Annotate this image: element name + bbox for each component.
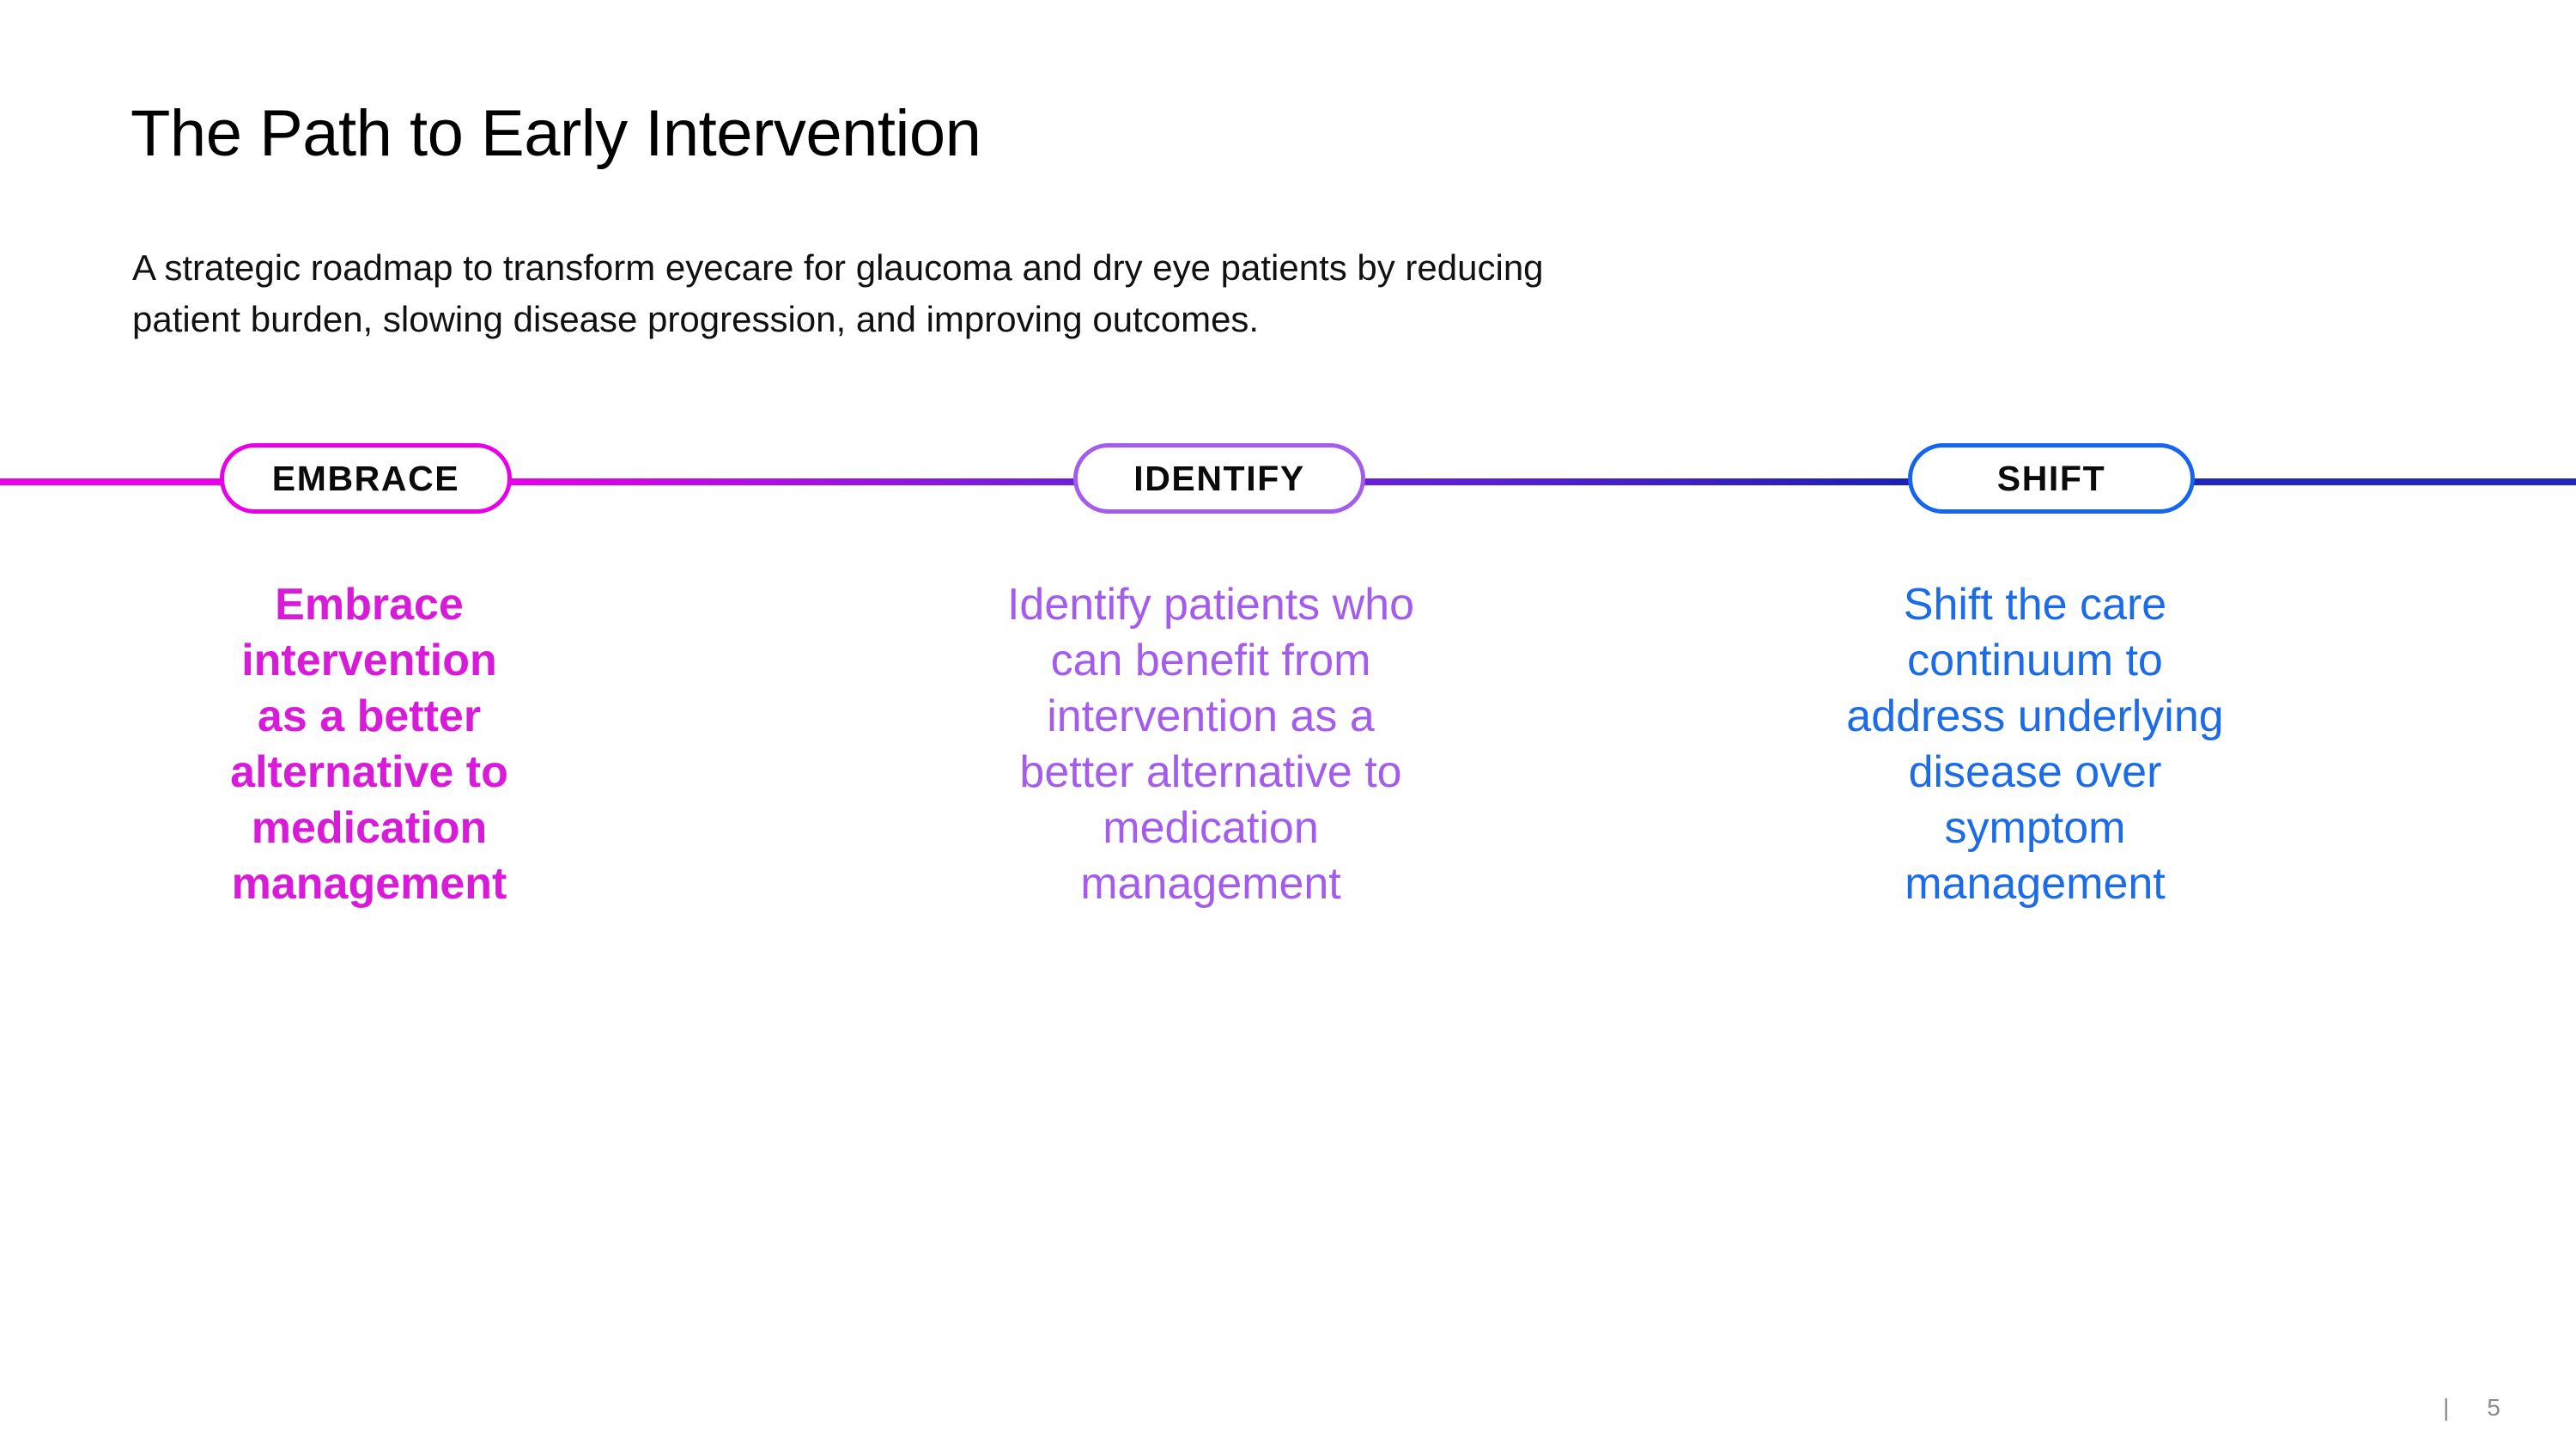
stage-column-identify: Identify patients who can benefit from i… bbox=[867, 577, 1554, 912]
timeline-segment-start bbox=[0, 478, 225, 485]
stage-body-embrace: Embrace intervention as a better alterna… bbox=[230, 580, 508, 909]
stage-body-shift: Shift the care continuum to address unde… bbox=[1846, 580, 2224, 909]
timeline-segment-end bbox=[2191, 478, 2576, 485]
stage-body-identify: Identify patients who can benefit from i… bbox=[1006, 580, 1415, 909]
page-number: 5 bbox=[2487, 1394, 2500, 1421]
stage-pill-embrace[interactable]: EMBRACE bbox=[220, 443, 512, 514]
stage-column-shift: Shift the care continuum to address unde… bbox=[1700, 577, 2370, 912]
stage-pill-label-embrace: EMBRACE bbox=[271, 458, 460, 498]
stage-column-embrace: Embrace intervention as a better alterna… bbox=[103, 577, 635, 912]
stage-pill-identify[interactable]: IDENTIFY bbox=[1073, 443, 1365, 514]
slide-subtitle: A strategic roadmap to transform eyecare… bbox=[132, 242, 2330, 344]
slide-footer: | 5 bbox=[2443, 1394, 2500, 1422]
subtitle-line-2: patient burden, slowing disease progress… bbox=[132, 298, 1260, 339]
stage-pill-shift[interactable]: SHIFT bbox=[1908, 443, 2195, 514]
subtitle-line-1: A strategic roadmap to transform eyecare… bbox=[132, 247, 1544, 288]
stage-columns: Embrace intervention as a better alterna… bbox=[0, 577, 2576, 1093]
footer-separator: | bbox=[2443, 1394, 2450, 1421]
timeline-segment-identify-to-shift bbox=[1362, 478, 1913, 485]
timeline-segment-embrace-to-identify bbox=[508, 478, 1078, 485]
stage-pill-label-identify: IDENTIFY bbox=[1133, 458, 1305, 498]
stage-pill-label-shift: SHIFT bbox=[1996, 458, 2106, 498]
timeline: EMBRACE IDENTIFY SHIFT bbox=[0, 443, 2576, 517]
page-title: The Path to Early Intervention bbox=[131, 97, 981, 170]
